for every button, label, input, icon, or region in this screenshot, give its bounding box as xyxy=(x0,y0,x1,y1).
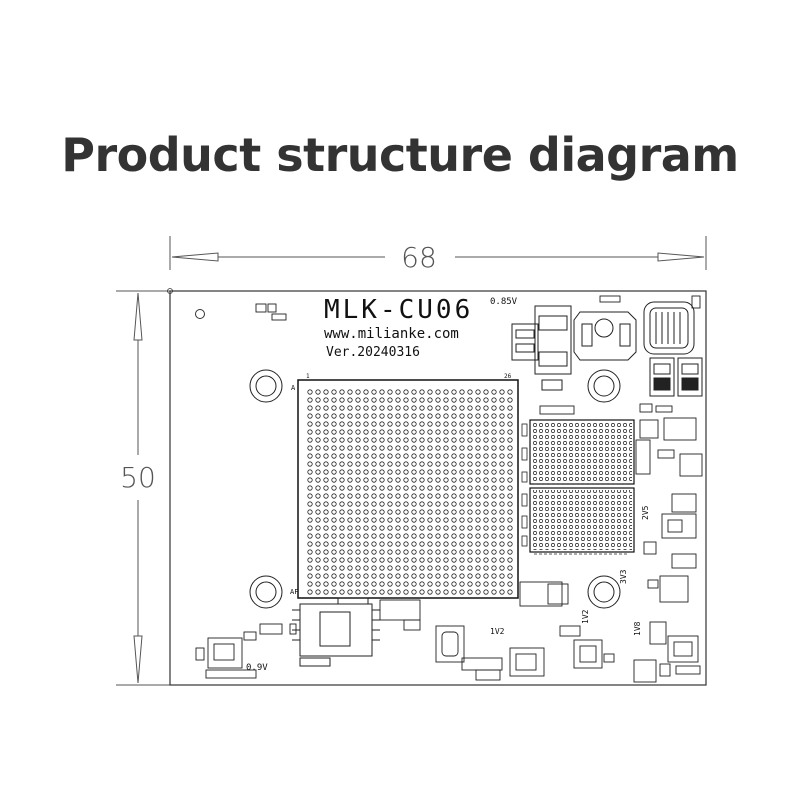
connector-block xyxy=(511,305,572,391)
regulator-ic xyxy=(635,403,703,603)
voltage-label-085: 0.85V xyxy=(490,297,518,307)
mounting-hole xyxy=(249,369,283,403)
mounting-hole xyxy=(587,575,621,609)
ddr-memory-chip xyxy=(529,487,635,553)
board-version-label: Ver.20240316 xyxy=(326,345,420,360)
bga-pin-label-af: AF xyxy=(290,588,298,596)
board-website-label: www.milianke.com xyxy=(324,326,459,342)
voltage-label-2v5: 2V5 xyxy=(641,505,650,520)
mounting-hole xyxy=(587,369,621,403)
regulator-1v2b xyxy=(559,625,615,669)
power-ic-pair xyxy=(649,357,703,397)
power-ic-09 xyxy=(195,623,297,679)
bga-pin-label-a: A xyxy=(291,384,296,392)
mounting-hole xyxy=(249,575,283,609)
main-bga-chip: A 1 26 AF xyxy=(290,373,519,599)
width-dimension xyxy=(169,236,707,270)
bga-pin-label-26: 26 xyxy=(504,373,512,380)
board-model-label: MLK-CU06 xyxy=(324,295,473,325)
voltage-label-1v2: 1V2 xyxy=(490,627,505,636)
voltage-label-1v8: 1V8 xyxy=(633,621,642,636)
bga-pin-label-1: 1 xyxy=(306,373,310,380)
crystal-oscillator xyxy=(643,301,695,355)
voltage-label-3v3: 3V3 xyxy=(619,569,628,584)
width-dimension-label: 68 xyxy=(401,241,437,274)
height-dimension-label: 50 xyxy=(120,461,156,494)
voltage-label-09: 0.9V xyxy=(246,663,268,673)
height-dimension xyxy=(116,290,170,686)
ddr-memory-chip xyxy=(529,419,635,485)
regulator-1v2 xyxy=(379,405,575,681)
power-inductor xyxy=(573,311,637,361)
page-title: Product structure diagram xyxy=(61,128,739,182)
fiducial-mark xyxy=(195,309,205,319)
regulator-1v8 xyxy=(633,621,701,683)
voltage-label-1v2b: 1V2 xyxy=(581,609,590,624)
